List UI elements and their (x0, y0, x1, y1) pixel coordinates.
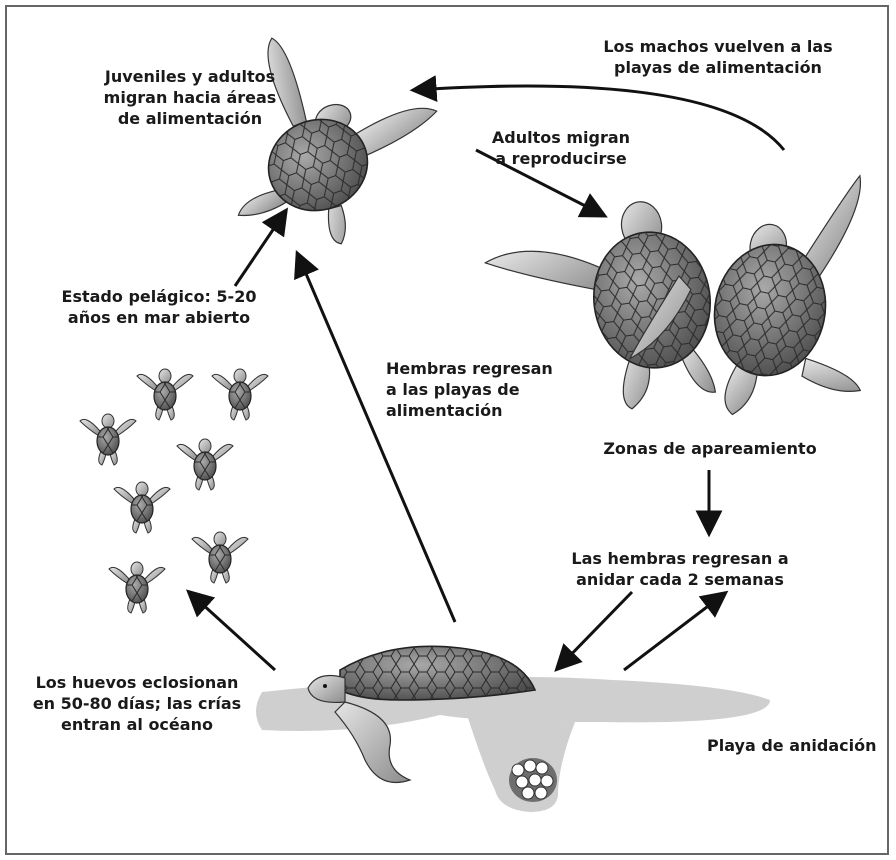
hatchlings-group (80, 369, 268, 613)
hatchling-icon (212, 369, 268, 420)
hatchling-icon (109, 562, 165, 613)
label-pelagic-stage: Estado pelágico: 5-20 años en mar abiert… (34, 286, 284, 328)
juvenile-turtle-icon (185, 0, 468, 274)
label-juveniles-adults: Juveniles y adultos migran hacia áreas d… (70, 66, 310, 129)
arrow-to-beach (558, 592, 632, 668)
arrow-pelagic (235, 212, 285, 286)
nesting-beach (256, 646, 770, 812)
egg-chamber (509, 758, 557, 802)
hatchling-icon (114, 482, 170, 533)
hatchling-icon (192, 532, 248, 583)
arrow-females-feeding (298, 255, 455, 622)
label-mating-zones: Zonas de apareamiento (600, 438, 820, 459)
hatchling-icon (137, 369, 193, 420)
arrow-from-beach (624, 594, 724, 670)
hatchling-icon (80, 414, 136, 465)
label-nesting-beach: Playa de anidación (707, 735, 887, 756)
label-females-nest: Las hembras regresan a anidar cada 2 sem… (555, 548, 805, 590)
label-males-return: Los machos vuelven a las playas de alime… (568, 36, 868, 78)
label-females-feeding: Hembras regresan a las playas de aliment… (386, 358, 586, 421)
hatchling-icon (177, 439, 233, 490)
label-eggs-hatch: Los huevos eclosionan en 50-80 días; las… (6, 672, 268, 735)
arrow-hatchlings (190, 593, 275, 670)
label-adults-migrate: Adultos migran a reproducirse (476, 127, 646, 169)
